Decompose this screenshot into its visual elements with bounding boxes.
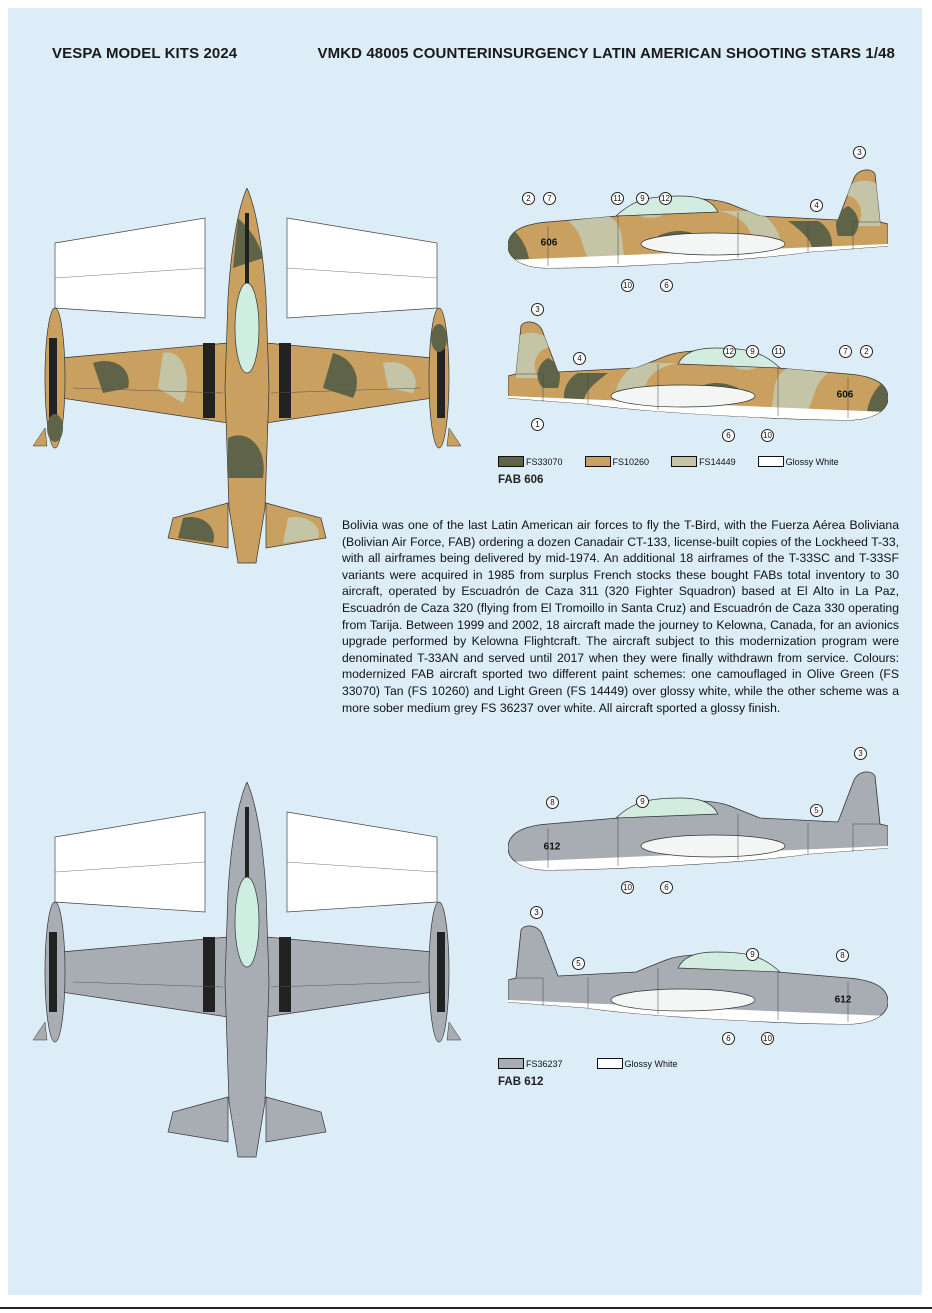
callout: 12 [723,345,736,358]
callout: 11 [772,345,785,358]
side-profile-right-camo [508,318,888,428]
scheme-title: FAB 606 [498,474,544,486]
callout: 11 [611,192,624,205]
callout: 4 [573,352,586,365]
color-swatch [498,1058,524,1069]
brand-header: VESPA MODEL KITS 2024 [52,45,238,62]
legend-label: FS33070 [526,456,563,467]
callout: 8 [836,949,849,962]
callout: 7 [543,192,556,205]
color-swatch [757,456,784,467]
bottom-rule [0,1307,932,1309]
callout: 10 [761,429,774,442]
callout: 4 [810,199,823,212]
legend-label: FS36237 [526,1058,563,1069]
serial-number: 612 [834,994,852,1006]
callout: 8 [546,796,559,809]
legend-item: FS33070 [498,456,563,467]
top-view-grey [33,782,461,1164]
callout: 9 [636,192,649,205]
callout: 6 [660,881,673,894]
callout: 3 [531,303,544,316]
legend-label: FS14449 [699,456,736,467]
legend-label: FS10260 [612,456,650,467]
kit-title: VMKD 48005 COUNTERINSURGENCY LATIN AMERI… [317,45,895,62]
callout: 9 [746,948,759,961]
callout: 6 [722,429,735,442]
callout: 5 [810,804,823,817]
legend-item: FS14449 [671,456,736,467]
top-view-camo [33,188,461,570]
serial-number: 612 [543,841,561,853]
callout: 3 [854,747,867,760]
callout: 10 [621,881,634,894]
legend-item: FS10260 [584,456,650,467]
legend-label: Glossy White [785,456,839,467]
color-legend-grey: FS36237 Glossy White [498,1058,678,1069]
scheme-title: FAB 612 [498,1076,544,1088]
color-legend-camo: FS33070 FS10260 FS14449 Glossy White [498,456,839,467]
callout: 10 [621,279,634,292]
color-swatch [584,456,611,467]
history-paragraph: Bolivia was one of the last Latin Americ… [342,518,899,715]
legend-item: FS36237 [498,1058,563,1069]
callout: 2 [522,192,535,205]
callout: 9 [746,345,759,358]
serial-number: 606 [836,389,854,401]
serial-number: 606 [540,237,558,249]
callout: 1 [531,418,544,431]
legend-item: Glossy White [596,1058,678,1069]
callout: 9 [636,795,649,808]
color-swatch [671,456,698,467]
side-profile-left-camo [508,166,888,276]
legend-item: Glossy White [757,456,839,467]
callout: 6 [660,279,673,292]
side-profile-right-grey [508,922,888,1032]
callout: 6 [722,1032,735,1045]
callout: 3 [530,906,543,919]
side-profile-left-grey [508,768,888,878]
callout: 10 [761,1032,774,1045]
color-swatch [498,456,524,467]
color-swatch [596,1058,623,1069]
legend-label: Glossy White [624,1058,678,1069]
callout: 2 [860,345,873,358]
callout: 12 [659,192,672,205]
callout: 7 [839,345,852,358]
callout: 5 [572,957,585,970]
callout: 3 [853,146,866,159]
